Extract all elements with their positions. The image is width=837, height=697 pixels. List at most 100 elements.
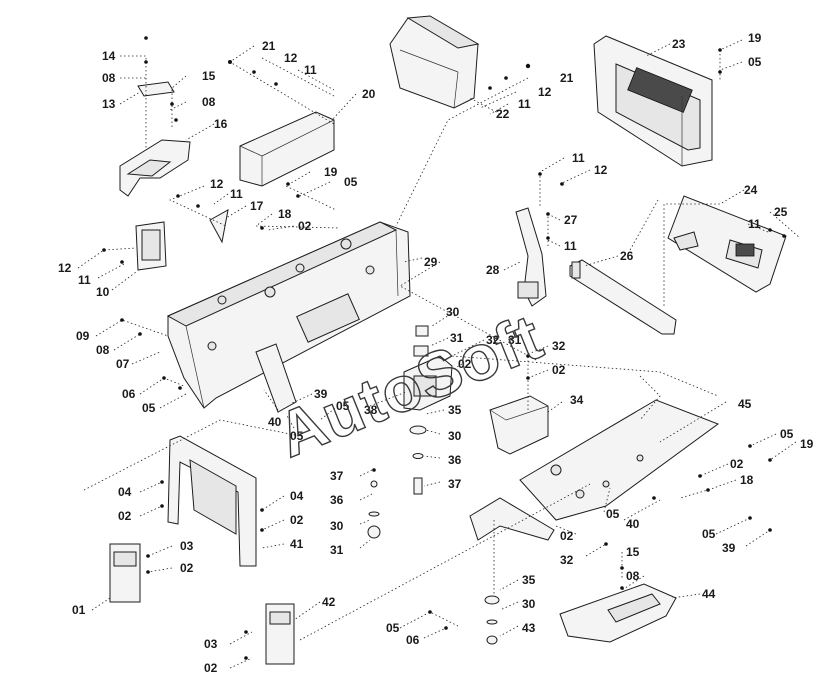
callout-28: 28 xyxy=(486,263,500,277)
part-22-cover xyxy=(389,15,480,109)
callout-39: 39 xyxy=(722,541,736,555)
callout-18: 18 xyxy=(740,473,754,487)
callout-06: 06 xyxy=(122,387,136,401)
part-38-bracket xyxy=(403,355,453,411)
callout-36: 36 xyxy=(448,453,462,467)
leader-lines xyxy=(77,39,801,669)
callout-15: 15 xyxy=(626,545,640,559)
callout-07: 07 xyxy=(116,357,130,371)
callout-41: 41 xyxy=(290,537,304,551)
callout-31: 31 xyxy=(330,543,344,557)
callout-32: 32 xyxy=(560,553,574,567)
part-10-plate xyxy=(135,221,167,271)
callout-11: 11 xyxy=(304,63,317,77)
callout-04: 04 xyxy=(290,489,304,503)
callout-11: 11 xyxy=(564,239,577,253)
part-bracket-lower xyxy=(469,497,555,541)
callout-05: 05 xyxy=(702,527,716,541)
callout-35: 35 xyxy=(448,403,462,417)
callout-08: 08 xyxy=(102,71,116,85)
callout-05: 05 xyxy=(780,427,794,441)
part-20-cover-box xyxy=(239,111,335,187)
callout-31: 31 xyxy=(508,333,522,347)
callout-14: 14 xyxy=(102,49,116,63)
callout-02: 02 xyxy=(560,529,574,543)
callout-11: 11 xyxy=(748,217,761,231)
callout-29: 29 xyxy=(424,255,438,269)
callout-13: 13 xyxy=(102,97,116,111)
callout-03: 03 xyxy=(180,539,194,553)
callout-34: 34 xyxy=(570,393,584,407)
callout-02: 02 xyxy=(204,661,218,675)
callout-27: 27 xyxy=(564,213,578,227)
callout-17: 17 xyxy=(250,199,264,213)
callout-22: 22 xyxy=(496,107,510,121)
callout-20: 20 xyxy=(362,87,376,101)
part-29-main-frame xyxy=(166,221,411,409)
callout-30: 30 xyxy=(446,305,460,319)
callout-05: 05 xyxy=(290,429,304,443)
callout-39: 39 xyxy=(314,387,328,401)
callout-37: 37 xyxy=(448,477,462,491)
callout-25: 25 xyxy=(774,205,788,219)
callout-09: 09 xyxy=(76,329,90,343)
callout-02: 02 xyxy=(552,363,566,377)
callout-16: 16 xyxy=(214,117,228,131)
part-28-arm xyxy=(515,207,547,307)
callout-15: 15 xyxy=(202,69,216,83)
callout-19: 19 xyxy=(800,437,814,451)
callout-12: 12 xyxy=(538,85,552,99)
callout-19: 19 xyxy=(748,31,762,45)
callout-30: 30 xyxy=(448,429,462,443)
callout-12: 12 xyxy=(594,163,608,177)
callout-12: 12 xyxy=(284,51,298,65)
callout-44: 44 xyxy=(702,587,716,601)
callout-26: 26 xyxy=(620,249,634,263)
callout-45: 45 xyxy=(738,397,752,411)
callout-02: 02 xyxy=(730,457,744,471)
callout-08: 08 xyxy=(626,569,640,583)
part-26-bar xyxy=(569,259,677,335)
callout-02: 02 xyxy=(298,219,312,233)
callout-30: 30 xyxy=(522,597,536,611)
callout-12: 12 xyxy=(58,261,72,275)
callout-05: 05 xyxy=(344,175,358,189)
callout-02: 02 xyxy=(290,513,304,527)
callout-32: 32 xyxy=(552,339,566,353)
part-42-leg xyxy=(265,603,295,665)
part-34-box xyxy=(489,395,549,455)
callout-06: 06 xyxy=(406,633,420,647)
callout-31: 31 xyxy=(450,331,464,345)
callout-18: 18 xyxy=(278,207,292,221)
part-45-plate xyxy=(519,399,720,521)
fastener-dots xyxy=(102,36,786,660)
callout-11: 11 xyxy=(518,97,531,111)
callout-40: 40 xyxy=(268,415,282,429)
callout-30: 30 xyxy=(330,519,344,533)
callout-42: 42 xyxy=(322,595,336,609)
callout-labels: 14 08 13 15 08 16 21 12 11 20 22 21 12 1… xyxy=(58,31,814,675)
callout-35: 35 xyxy=(522,573,536,587)
callout-02: 02 xyxy=(458,357,472,371)
callout-05: 05 xyxy=(606,507,620,521)
callout-12: 12 xyxy=(210,177,224,191)
callout-02: 02 xyxy=(180,561,194,575)
callout-38: 38 xyxy=(364,403,378,417)
callout-43: 43 xyxy=(522,621,536,635)
callout-08: 08 xyxy=(96,343,110,357)
callout-40: 40 xyxy=(626,517,640,531)
part-01-leg xyxy=(109,543,141,603)
callout-03: 03 xyxy=(204,637,218,651)
callout-11: 11 xyxy=(78,273,91,287)
callout-21: 21 xyxy=(262,39,276,53)
callout-19: 19 xyxy=(324,165,338,179)
callout-05: 05 xyxy=(748,55,762,69)
callout-11: 11 xyxy=(572,151,585,165)
callout-37: 37 xyxy=(330,469,344,483)
callout-02: 02 xyxy=(118,509,132,523)
callout-01: 01 xyxy=(72,603,86,617)
callout-11: 11 xyxy=(230,187,243,201)
callout-32: 32 xyxy=(486,333,500,347)
callout-10: 10 xyxy=(96,285,110,299)
